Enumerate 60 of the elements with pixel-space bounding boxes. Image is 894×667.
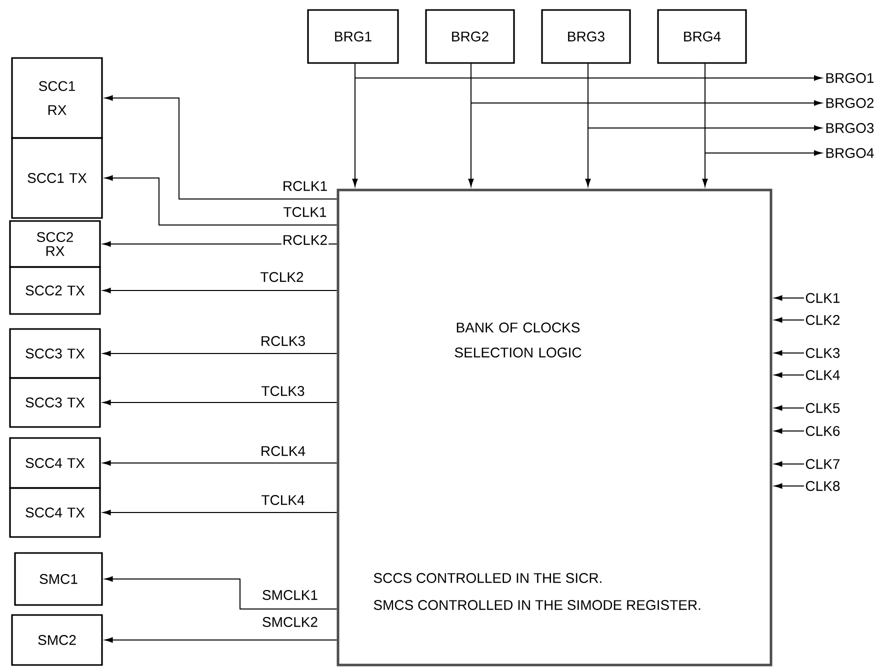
edge-label: SMCLK1 <box>261 589 320 601</box>
signal-label: CLK4 <box>806 370 840 380</box>
arrow <box>102 460 338 466</box>
arrow <box>104 637 338 643</box>
block-box: SCC4 TX <box>9 487 101 538</box>
note-text: SMCS CONTROLLED IN THE SIMODE REGISTER. <box>374 600 700 610</box>
edge-label: TCLK3 <box>260 385 306 397</box>
signal-label: BRGO4 <box>826 148 874 158</box>
arrow <box>104 95 338 200</box>
arrow <box>774 405 804 411</box>
signal-label: BRGO3 <box>826 123 874 133</box>
block-box: SCC1 TX <box>11 137 103 219</box>
block-box: SMC1 <box>14 552 103 606</box>
arrow <box>354 63 822 81</box>
arrow <box>774 295 804 301</box>
edge-label: RCLK4 <box>259 445 307 457</box>
arrow <box>102 400 338 406</box>
note-text: SCCS CONTROLLED IN THE SICR. <box>374 573 602 583</box>
arrow <box>774 350 804 356</box>
block-box: SCC1 RX <box>11 57 103 139</box>
signal-label: CLK7 <box>806 459 840 469</box>
arrow <box>104 175 338 226</box>
signal-label: BRGO2 <box>826 98 874 108</box>
arrow <box>774 372 804 378</box>
block-box: BRG1 <box>307 9 399 64</box>
signal-label: CLK8 <box>806 481 840 491</box>
signal-label: CLK3 <box>806 348 840 358</box>
signal-label: CLK6 <box>806 426 840 436</box>
arrow <box>774 483 804 489</box>
edge-label: TCLK1 <box>282 206 328 218</box>
block-box: SCC4 TX <box>9 437 101 489</box>
arrow <box>470 63 822 106</box>
title-text: BANK OF CLOCKS SELECTION LOGIC <box>454 322 582 358</box>
edge-label: SMCLK2 <box>261 616 320 628</box>
block-box: SCC2 RX <box>9 220 101 268</box>
edge-label: TCLK2 <box>259 271 305 283</box>
arrow <box>102 510 338 516</box>
arrow <box>102 288 338 294</box>
block-box: SCC2 TX <box>9 266 101 315</box>
arrow <box>774 317 804 323</box>
arrow <box>588 63 822 131</box>
signal-label: CLK2 <box>806 315 840 325</box>
block-box: SCC3 TX <box>9 377 101 428</box>
signal-label: CLK5 <box>806 403 840 413</box>
arrow <box>102 350 338 356</box>
signal-label: BRGO1 <box>826 73 874 83</box>
arrow <box>704 63 822 156</box>
signal-label: CLK1 <box>806 293 840 303</box>
block-box: BRG3 <box>541 9 631 64</box>
edge-label: RCLK2 <box>281 234 329 246</box>
block-box: SMC2 <box>11 614 103 666</box>
edge-label: RCLK3 <box>259 335 307 347</box>
edge-label: TCLK4 <box>260 494 306 506</box>
block-box: BRG2 <box>425 9 515 64</box>
block-box: BRG4 <box>657 9 747 64</box>
arrow <box>774 461 804 467</box>
arrow <box>104 576 338 610</box>
edge-label: RCLK1 <box>281 180 329 192</box>
arrow <box>774 428 804 434</box>
block-box: SCC3 TX <box>9 328 101 379</box>
